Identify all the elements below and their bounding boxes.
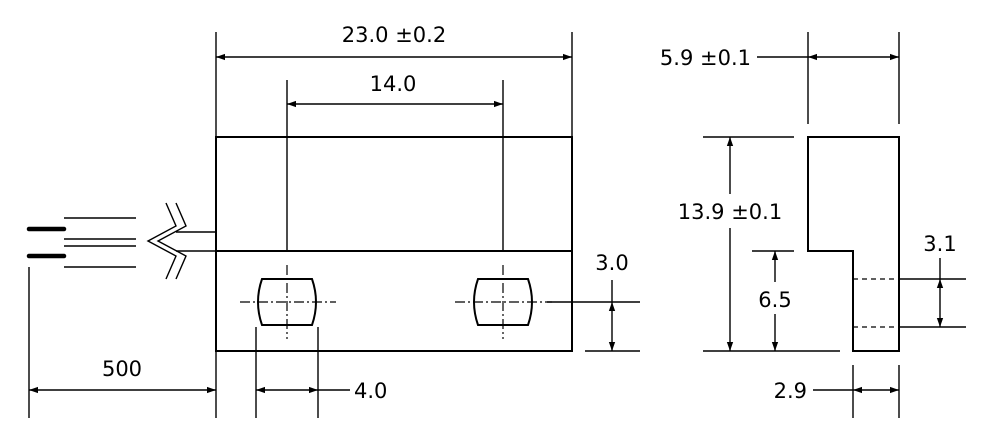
thickness-label: 2.9 [774, 379, 807, 403]
height-label: 13.9 ±0.1 [678, 200, 782, 224]
cable-break-mark-right [156, 202, 187, 280]
front-view: 23.0 ±0.2 14.0 3.0 4.0 500 [26, 23, 640, 418]
cable-length-label: 500 [102, 357, 142, 381]
cable-break-mark-left [146, 202, 177, 280]
hole-spacing-label: 14.0 [370, 72, 417, 96]
side-body-outline [807, 136, 900, 352]
hole-width-label: 4.0 [354, 379, 387, 403]
step-height-label: 6.5 [758, 288, 791, 312]
slot-height-label: 3.1 [923, 232, 956, 256]
front-body-outline [215, 136, 573, 352]
depth-label: 5.9 ±0.1 [660, 46, 751, 70]
hole-height-label: 3.0 [595, 251, 628, 275]
mounting-hole-right [473, 278, 533, 326]
overall-length-label: 23.0 ±0.2 [342, 23, 446, 47]
mounting-hole-left [257, 278, 317, 326]
side-view: 5.9 ±0.1 13.9 ±0.1 6.5 3.1 2.9 [660, 32, 966, 418]
